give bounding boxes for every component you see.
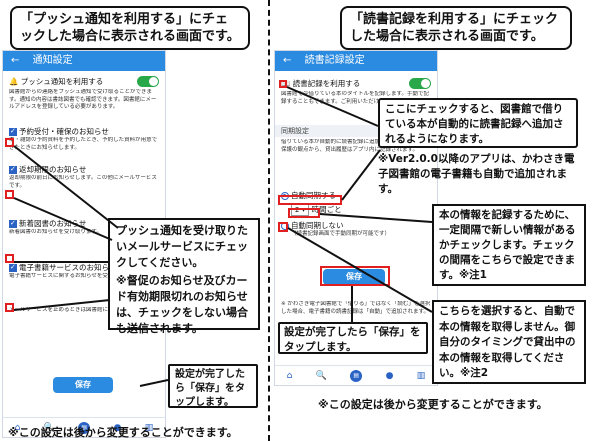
checkbox-ebook[interactable] xyxy=(9,262,17,272)
right-bottom-note: ※この設定は後から変更することができます。 xyxy=(318,398,548,411)
nav-search-icon[interactable]: 🔍 xyxy=(315,370,327,381)
manual-sync-option[interactable]: 自動同期しない xyxy=(275,221,437,231)
item-due-desc: 返却期限の前日にお知らせします。この他にメールサービスです。 xyxy=(9,175,157,189)
right-app-title: 読書記録設定 xyxy=(304,55,365,66)
right-highlight-interval xyxy=(288,208,320,218)
item-due[interactable]: 返却期限のお知らせ xyxy=(3,164,165,175)
left-highlight-3 xyxy=(5,254,14,263)
bell-icon: 🔔 xyxy=(9,77,19,86)
item-reserve-desc: 本・雑誌の予約資料を予約したとき、予約した資料が用意できたときにお知らせします。 xyxy=(9,137,158,151)
left-save-button[interactable]: 保存 xyxy=(53,377,113,393)
push-label: プッシュ通知を利用する xyxy=(20,77,104,86)
left-app-bar: ← 通知設定 xyxy=(3,51,165,71)
item-ebook[interactable]: 電子書籍サービスのお知らせ xyxy=(3,262,165,273)
right-interval-callout: 本の情報を記録するために、一定間隔で新しい情報があるかチェックします。チェックの… xyxy=(432,204,586,286)
left-highlight-4 xyxy=(5,303,14,312)
nav-user-icon[interactable]: ● xyxy=(385,370,394,381)
right-title-callout: 「読書記録を利用する」にチェックした場合に表示される画面です。 xyxy=(340,6,572,50)
left-push-callout: プッシュ通知を受け取りたいメールサービスにチェックしてください。 ※督促のお知ら… xyxy=(108,218,260,335)
nav-book-icon[interactable]: ▥ xyxy=(144,422,154,433)
right-save-callout: 設定が完了したら「保存」をタップします。 xyxy=(278,322,428,354)
left-highlight-1 xyxy=(5,138,14,147)
checkbox-reserve[interactable] xyxy=(9,126,17,136)
right-manual-callout: こちらを選択すると、自動で本の情報を取得しません。御自分のタイミングで貸出中の本… xyxy=(432,300,586,384)
left-highlight-2 xyxy=(5,190,14,199)
left-save-callout: 設定が完了したら「保存」をタップします。 xyxy=(168,364,258,408)
nav-home-icon[interactable]: ⌂ xyxy=(286,370,293,381)
item-ebook-desc: 電子書籍サービスに関するお知らせを受け取ります。 xyxy=(9,273,141,279)
manual-sub: （読書記録画面で手動同期が可能です） xyxy=(291,231,391,237)
right-highlight-save xyxy=(320,266,390,286)
left-app-title: 通知設定 xyxy=(32,55,73,66)
record-toggle-switch[interactable] xyxy=(409,78,431,89)
nav-login-icon[interactable]: ▤ xyxy=(78,421,91,434)
nav-user-icon[interactable]: ● xyxy=(113,422,122,433)
right-app-bar: ← 読書記録設定 xyxy=(275,51,437,71)
center-divider xyxy=(268,0,270,441)
push-description: 図書館からの連絡をプッシュ通知で受け取ることができます。通知の内容は書誌図書でも… xyxy=(9,89,157,110)
checkbox-due[interactable] xyxy=(9,164,17,174)
item-reserve[interactable]: 予約受付・確保のお知らせ xyxy=(3,126,165,137)
checkbox-new[interactable] xyxy=(9,218,17,228)
nav-login-icon[interactable]: ▤ xyxy=(350,369,363,382)
left-bottom-nav: ⌂ 🔍 ▤ ● ▥ xyxy=(3,417,165,437)
record-toggle-row[interactable]: 📖 読書記録を利用する xyxy=(275,78,437,89)
right-highlight-auto xyxy=(278,195,342,205)
left-bottom-note: ※この設定は後から変更することができます。 xyxy=(8,426,238,439)
nav-search-icon[interactable]: 🔍 xyxy=(43,422,55,433)
back-arrow-icon[interactable]: ← xyxy=(283,55,292,66)
right-highlight-check xyxy=(279,80,287,88)
right-highlight-manual xyxy=(278,222,288,232)
push-toggle-row[interactable]: 🔔 プッシュ通知を利用する xyxy=(3,76,165,87)
record-label: 読書記録を利用する xyxy=(292,79,361,88)
right-bottom-nav: ⌂ 🔍 ▤ ● ▥ xyxy=(275,365,437,385)
right-version-note: ※Ver2.0.0以降のアプリは、かわさき電子図書館の電子書籍も自動で追加されま… xyxy=(378,153,575,195)
back-arrow-icon[interactable]: ← xyxy=(11,55,20,66)
left-title-callout: 「プッシュ通知を利用する」にチェックした場合に表示される画面です。 xyxy=(10,6,250,50)
nav-home-icon[interactable]: ⌂ xyxy=(14,422,21,433)
push-toggle-switch[interactable] xyxy=(137,76,159,87)
nav-book-icon[interactable]: ▥ xyxy=(416,370,426,381)
right-check-callout: ここにチェックすると、図書館で借りている本が自動的に読書記録へ追加されるようにな… xyxy=(378,98,578,148)
